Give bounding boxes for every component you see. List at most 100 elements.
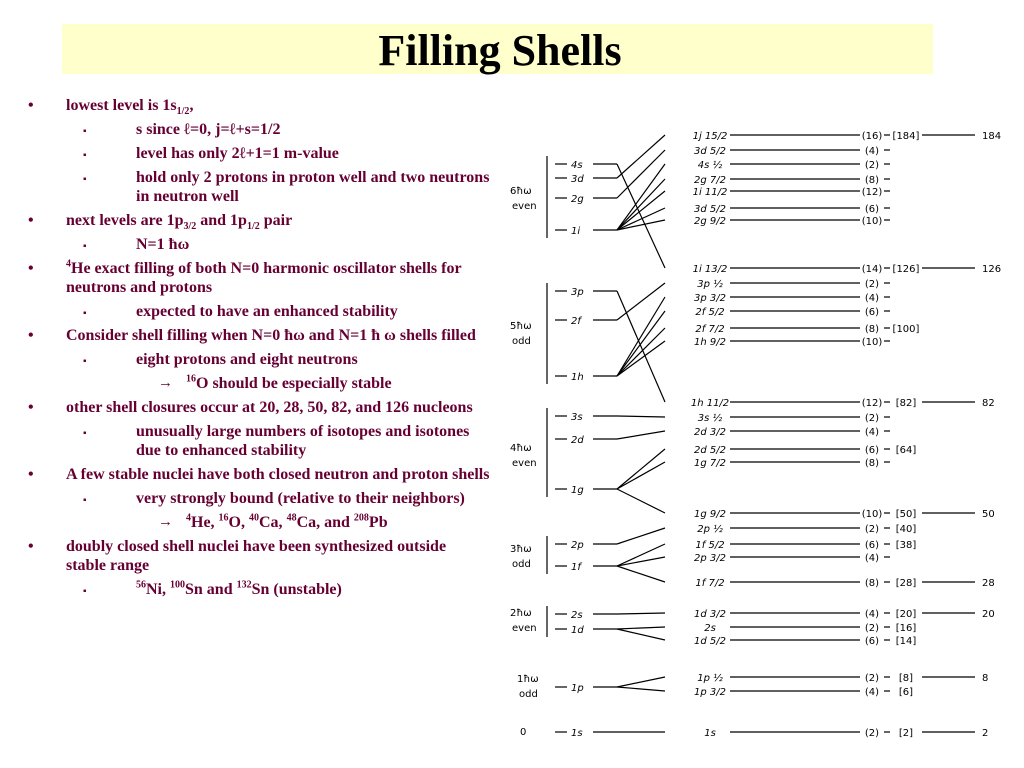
bullet-text-part: 1/2 (246, 221, 260, 233)
magic-number: 20 (982, 609, 995, 620)
shell-label-parity: even (512, 623, 537, 634)
occupancy: (14) (862, 264, 883, 275)
splitting-connector (616, 207, 666, 231)
splitting-connector (616, 163, 666, 269)
bullet-text: Consider shell filling when N=0 ħω and N… (66, 327, 476, 344)
splitting-connector (616, 415, 666, 418)
splitting-connector (616, 543, 666, 567)
occupancy: (8) (865, 175, 879, 186)
oscillator-level-label: 1s (571, 728, 583, 739)
oscillator-level-label: 2f (571, 316, 582, 327)
subshell-label: 2f 7/2 (695, 324, 724, 335)
bullet-text: 16O should be especially stable (186, 373, 392, 392)
shell-label-energy: 3ħω (510, 544, 532, 555)
bullet-text-part: Pb (368, 514, 388, 531)
bullet-text-part: next levels are 1p (66, 212, 184, 229)
occupancy: (6) (865, 636, 879, 647)
bullet-marker: ▪ (83, 308, 87, 319)
splitting-connector (616, 219, 666, 231)
subshell-label: 3p 3/2 (694, 293, 726, 304)
shell-label-energy: 2ħω (510, 608, 532, 619)
magic-number: 2 (982, 728, 988, 739)
cumulative-count: [184] (893, 131, 920, 142)
splitting-connector (616, 134, 666, 179)
bullet-marker: ▪ (83, 356, 87, 367)
occupancy: (2) (865, 524, 879, 535)
splitting-connector (616, 149, 666, 199)
occupancy: (2) (865, 413, 879, 424)
bullet-marker: • (28, 260, 34, 277)
cumulative-count: [40] (896, 524, 917, 535)
occupancy: (6) (865, 445, 879, 456)
splitting-connector (616, 461, 666, 490)
occupancy: (2) (865, 673, 879, 684)
subshell-label: 1h 11/2 (691, 398, 729, 409)
bullet-marker: ▪ (83, 586, 87, 597)
subshell-label: 2g 9/2 (694, 216, 726, 227)
oscillator-level-label: 2g (571, 194, 584, 205)
bullet-text-part: Ca, (259, 514, 287, 531)
bullet-marker: • (28, 399, 34, 416)
splitting-connector (616, 290, 666, 403)
splitting-connector (616, 527, 666, 545)
bullet-text-part: 16 (186, 373, 196, 385)
bullet-text: s since ℓ=0, j=ℓ+s=1/2 (136, 121, 280, 138)
cumulative-count: [6] (899, 687, 913, 698)
occupancy: (4) (865, 427, 879, 438)
bullet-text-part: 56 (136, 579, 146, 591)
subshell-label: 1g 7/2 (694, 458, 726, 469)
subshell-label: 2f 5/2 (695, 307, 724, 318)
splitting-connector (616, 327, 666, 377)
subshell-label: 2g 7/2 (694, 175, 726, 186)
occupancy: (2) (865, 728, 879, 739)
bullet-level3: →16O should be especially stable (28, 374, 490, 393)
splitting-connector (616, 163, 666, 231)
bullet-text-part: 100 (170, 579, 185, 591)
bullet-text-part: He, (191, 514, 219, 531)
splitting-connector (616, 310, 666, 377)
bullet-text: A few stable nuclei have both closed neu… (66, 466, 489, 483)
bullet-text-part: level has only 2ℓ+1=1 m-value (136, 145, 339, 162)
shell-label-parity: even (512, 458, 537, 469)
bullet-text: doubly closed shell nuclei have been syn… (66, 538, 446, 574)
subshell-label: 3d 5/2 (694, 204, 726, 215)
bullet-text-part: Consider shell filling when N=0 ħω and N… (66, 327, 476, 344)
bullet-text: N=1 ħω (136, 236, 189, 253)
bullet-text: 56Ni, 100Sn and 132Sn (unstable) (136, 579, 342, 598)
bullet-marker: • (28, 327, 34, 344)
subshell-label: 3s ½ (698, 412, 723, 424)
subshell-label: 1g 9/2 (694, 509, 726, 520)
occupancy: (6) (865, 307, 879, 318)
bullet-text-part: 132 (236, 579, 252, 591)
bullet-marker: • (28, 97, 34, 114)
subshell-label: 2p ½ (697, 523, 723, 535)
cumulative-count: [50] (896, 509, 917, 520)
oscillator-level-label: 1i (571, 226, 580, 237)
bullet-level2: ▪level has only 2ℓ+1=1 m-value (28, 144, 490, 163)
subshell-label: 1i 13/2 (693, 264, 728, 275)
oscillator-level-label: 1h (571, 372, 584, 383)
bullet-marker: → (158, 514, 173, 530)
magic-number: 126 (982, 264, 1001, 275)
bullet-list: •lowest level is 1s1/2,▪s since ℓ=0, j=ℓ… (28, 96, 490, 604)
bullet-level2: ▪ hold only 2 protons in proton well and… (28, 168, 490, 206)
oscillator-level-label: 4s (571, 160, 583, 171)
shell-label-parity: odd (512, 559, 531, 570)
bullet-level2: ▪ 56Ni, 100Sn and 132Sn (unstable) (28, 580, 490, 599)
bullet-marker: ▪ (83, 174, 87, 185)
bullet-text-part: other shell closures occur at 20, 28, 50… (66, 399, 473, 416)
bullet-marker: • (28, 466, 34, 483)
oscillator-level-label: 2s (571, 610, 583, 621)
bullet-text: level has only 2ℓ+1=1 m-value (136, 145, 339, 162)
subshell-label: 1i 11/2 (693, 187, 728, 198)
occupancy: (4) (865, 687, 879, 698)
occupancy: (2) (865, 279, 879, 290)
splitting-connector (616, 686, 666, 692)
occupancy: (16) (862, 131, 883, 142)
bullet-marker: ▪ (83, 428, 87, 439)
occupancy: (6) (865, 540, 879, 551)
oscillator-level-label: 3p (571, 287, 584, 298)
bullet-text-part: 3/2 (183, 221, 197, 233)
oscillator-level-label: 3s (571, 412, 583, 423)
